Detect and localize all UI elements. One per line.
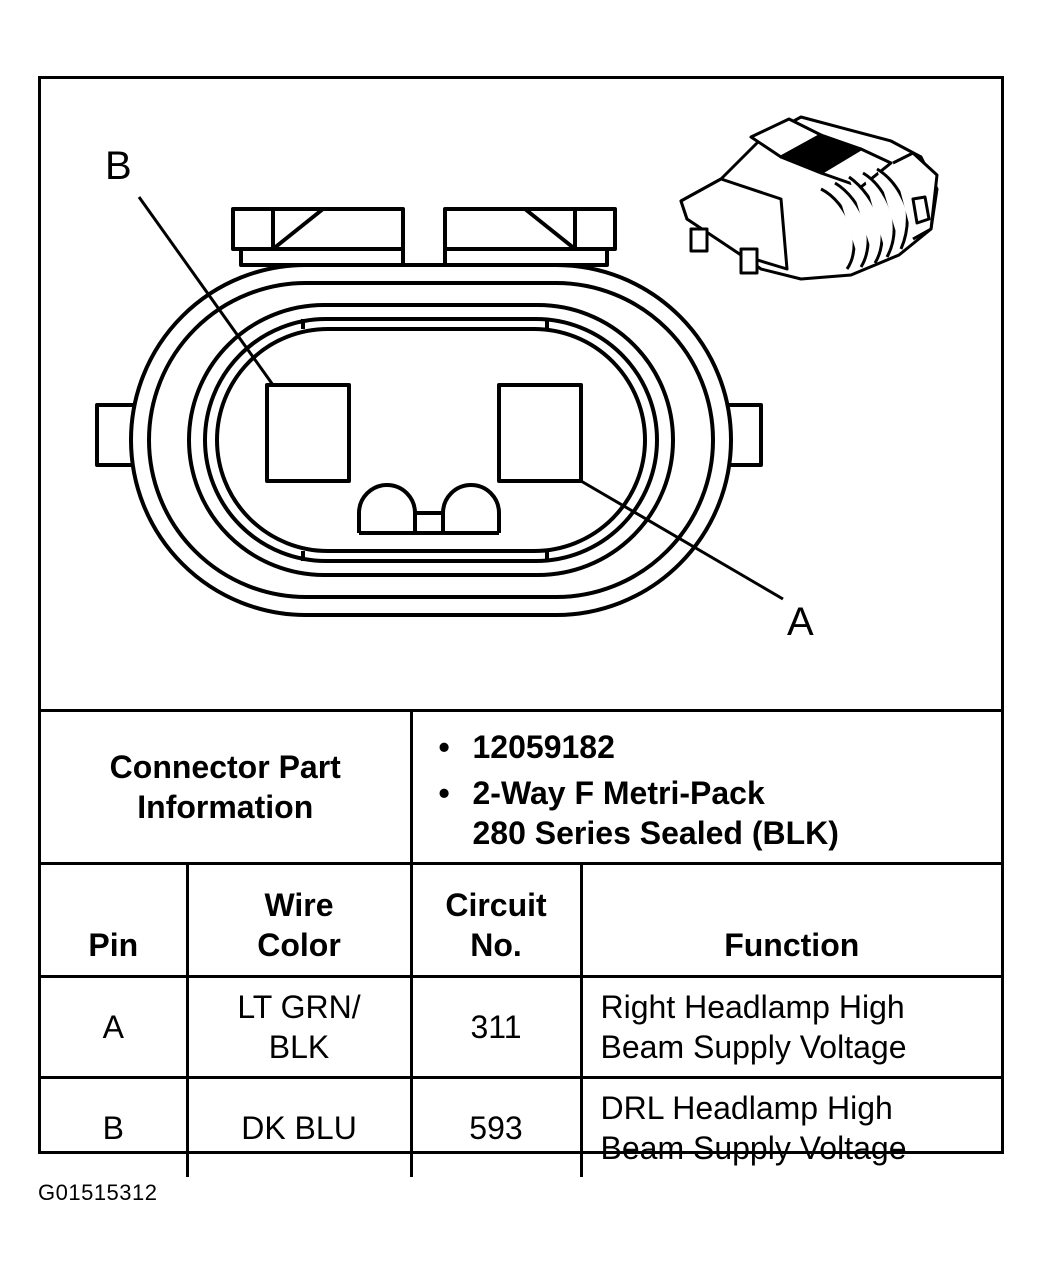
table-row: A LT GRN/ BLK 311 Right Headlamp High Be… — [41, 975, 1001, 1079]
connector-part-label: Connector Part Information — [41, 709, 413, 865]
part-description-line2: 280 Series Sealed (BLK) — [472, 815, 839, 851]
connector-diagram: B A — [95, 115, 939, 644]
wire-color-line2: BLK — [268, 1029, 330, 1065]
header-pin: Pin — [41, 865, 189, 978]
callout-b-label: B — [105, 144, 132, 188]
terminal-b-cavity — [265, 383, 351, 483]
callout-a-label: A — [787, 600, 814, 644]
table-row: B DK BLU 593 DRL Headlamp High Beam Supp… — [41, 1076, 1001, 1177]
pin-cell: A — [41, 975, 189, 1079]
function-line2: Beam Supply Voltage — [600, 1130, 907, 1166]
part-number: 12059182 — [439, 727, 1002, 767]
bottom-key-right — [441, 483, 501, 533]
diagram-frame: B A Connector Part Informat — [38, 76, 1004, 1177]
header-function: Function — [579, 865, 1001, 978]
pin-table: Pin Wire Color Circuit No. Function A LT… — [41, 865, 1001, 1177]
wire-color-line1: LT GRN/ — [237, 989, 361, 1025]
wire-color-line1: DK BLU — [241, 1110, 357, 1146]
header-circuit: Circuit No. — [409, 865, 583, 978]
connector-outer-shell — [129, 263, 733, 617]
header-pin-text: Pin — [88, 927, 139, 963]
function-cell: DRL Headlamp High Beam Supply Voltage — [579, 1076, 1001, 1177]
connector-isometric-illustration — [679, 115, 939, 281]
connector-part-label-line2: Information — [137, 789, 314, 825]
pin-cell: B — [41, 1076, 189, 1177]
circuit-cell: 311 — [409, 975, 583, 1079]
wire-color-cell: LT GRN/ BLK — [185, 975, 413, 1079]
top-left-latch — [231, 207, 405, 267]
figure-code: G01515312 — [38, 1180, 158, 1205]
terminal-a-cavity — [497, 383, 583, 483]
function-cell: Right Headlamp High Beam Supply Voltage — [579, 975, 1001, 1079]
header-wire-color-line2: Color — [257, 927, 341, 963]
function-line1: Right Headlamp High — [600, 989, 905, 1025]
connector-part-list: 12059182 2-Way F Metri-Pack — [413, 727, 1002, 813]
header-wire-color: Wire Color — [185, 865, 413, 978]
top-right-latch — [443, 207, 617, 267]
callout-b-leader — [137, 196, 275, 386]
part-description-line1: 2-Way F Metri-Pack — [472, 775, 765, 811]
function-line1: DRL Headlamp High — [600, 1090, 893, 1126]
circuit-cell: 593 — [409, 1076, 583, 1177]
function-line2: Beam Supply Voltage — [600, 1029, 907, 1065]
wire-color-cell: DK BLU — [185, 1076, 413, 1177]
connector-part-info: 12059182 2-Way F Metri-Pack 280 Series S… — [411, 709, 1002, 865]
bottom-key-left — [357, 483, 417, 533]
header-wire-color-line1: Wire — [264, 887, 334, 923]
header-circuit-line2: No. — [470, 927, 522, 963]
connector-part-table: Connector Part Information 12059182 2-Wa… — [41, 709, 1001, 865]
part-description: 2-Way F Metri-Pack — [439, 773, 1002, 813]
header-circuit-line1: Circuit — [445, 887, 547, 923]
header-function-text: Function — [724, 927, 860, 963]
callout-a-leader — [580, 479, 784, 601]
connector-part-label-line1: Connector Part — [109, 749, 341, 785]
